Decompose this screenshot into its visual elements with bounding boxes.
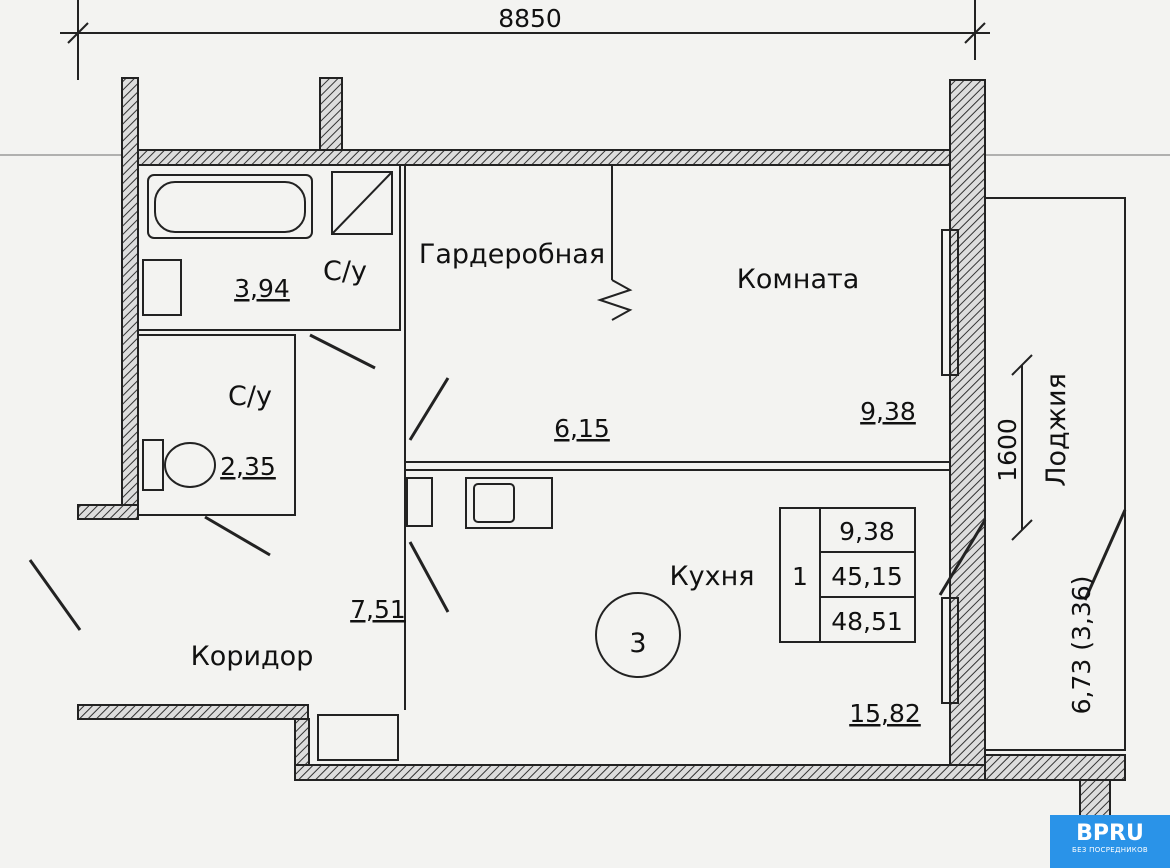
room-area: 9,38: [860, 397, 916, 426]
room-label: Комната: [737, 264, 860, 295]
toilet: [164, 442, 216, 488]
bathroom-1-area: 3,94: [234, 274, 290, 303]
dimension-line-top: 8850: [60, 0, 990, 80]
bathtub: [147, 174, 313, 239]
doors: [28, 333, 1127, 631]
rooms-count: 1: [792, 562, 808, 591]
shower: [331, 171, 393, 235]
corridor-label: Коридор: [191, 641, 314, 672]
kitchen-label: Кухня: [669, 561, 754, 592]
living-area: 9,38: [839, 517, 895, 546]
total-with-loggia: 48,51: [831, 607, 903, 636]
corridor-area: 7,51: [350, 595, 406, 624]
apartment-number-circle: [595, 592, 681, 678]
logo-name: BPRU: [1076, 821, 1144, 846]
bpru-logo[interactable]: BPRU БЕЗ ПОСРЕДНИКОВ: [1050, 815, 1170, 868]
apartment-number: 3: [629, 628, 646, 659]
loggia-label: Лоджия: [1041, 373, 1072, 487]
total-area: 45,15: [831, 562, 903, 591]
walls: [77, 77, 1126, 821]
washbasin: [142, 259, 182, 316]
bathroom-2-area: 2,35: [220, 452, 276, 481]
loggia-area: 6,73 (3,36): [1067, 576, 1096, 715]
total-width-label: 8850: [498, 4, 562, 33]
bathroom-2-label: С/у: [228, 381, 272, 412]
logo-tagline: БЕЗ ПОСРЕДНИКОВ: [1072, 846, 1148, 854]
wardrobe-label: Гардеробная: [419, 239, 605, 270]
window-width-label: 1600: [993, 418, 1022, 482]
window-dimension: 1600: [993, 354, 1033, 541]
summary-table: [779, 507, 916, 643]
wardrobe-area: 6,15: [554, 414, 610, 443]
fixtures: [142, 165, 633, 761]
kitchen-sink: [465, 477, 553, 529]
partitions: [137, 164, 1126, 751]
kitchen-area: 15,82: [849, 699, 921, 728]
bathroom-1-label: С/у: [323, 256, 367, 287]
